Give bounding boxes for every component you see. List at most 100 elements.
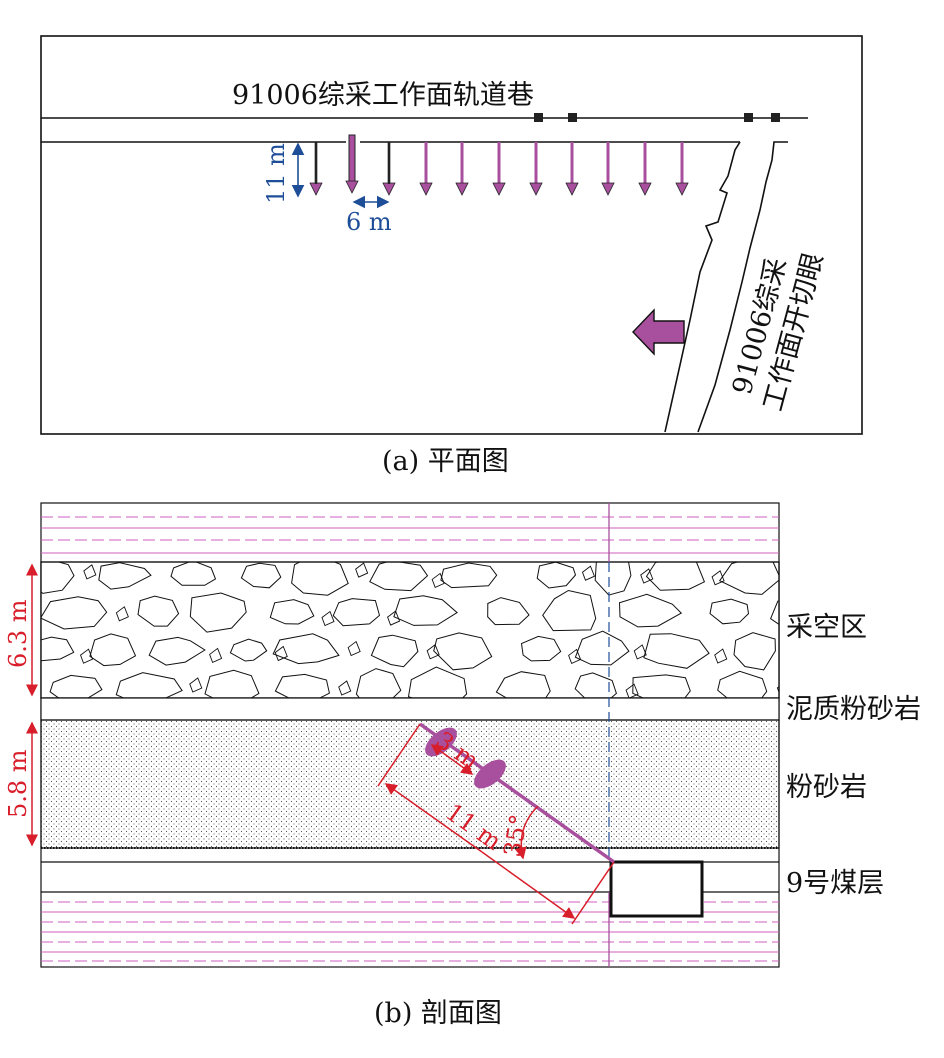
rubble-block — [41, 596, 108, 630]
rubble-block — [487, 597, 530, 626]
dim-11m-extension — [571, 861, 615, 925]
rubble-block — [645, 562, 706, 591]
dim-11m-label: 11 m — [262, 143, 290, 204]
rubble-fragment — [640, 568, 654, 584]
rubble-block — [89, 633, 137, 667]
rubble-block — [717, 670, 768, 698]
plan-frame — [40, 35, 863, 435]
rubble-block — [536, 562, 577, 589]
borehole-arrow — [345, 134, 359, 194]
borehole-arrow — [382, 142, 396, 196]
rubble-block — [204, 669, 260, 698]
rubble-fragment — [387, 610, 401, 626]
section-caption: (b) 剖面图 — [374, 998, 502, 1029]
borehole-arrow — [601, 142, 615, 196]
rubble-block — [542, 589, 597, 632]
rubble-fragment — [711, 570, 725, 586]
layer-label-mudstone: 泥质粉砂岩 — [786, 694, 921, 725]
section-view: 11 m 3 m 35° 6.3 m 5.8 m 采空区 泥质粉砂岩 粉砂岩 9… — [4, 502, 921, 1029]
support-block — [568, 113, 577, 122]
rubble-block — [574, 630, 630, 666]
rubble-block — [643, 633, 710, 669]
rubble-fragment — [83, 564, 97, 580]
rubble-fragment — [189, 677, 203, 693]
rubble-block — [148, 636, 206, 666]
rubble-fragment — [80, 648, 94, 664]
borehole-line — [418, 722, 616, 864]
rubble-block — [574, 672, 617, 698]
rubble-fragment — [581, 565, 596, 581]
layer-label-goaf: 采空区 — [786, 612, 867, 643]
rubble-block — [274, 673, 330, 698]
support-block — [771, 113, 780, 122]
rubble-fragment — [355, 562, 369, 578]
rubble-block — [355, 668, 402, 698]
rubble-block — [769, 600, 779, 625]
rubble-block — [733, 632, 776, 671]
rubble-fragment — [426, 644, 440, 660]
rubble-block — [632, 674, 691, 698]
dim-3m-arrow — [430, 744, 451, 759]
layer-label-coal: 9号煤层 — [786, 868, 884, 899]
rubble-fragment — [338, 680, 352, 696]
plan-view: 11 m 6 m 91006综采工作面轨道巷 91006综采 工作面开切眼 (a… — [40, 35, 863, 477]
explosive-charge — [474, 759, 506, 789]
rubble-block — [718, 562, 779, 595]
borehole-arrow — [529, 142, 543, 196]
rubble-block — [98, 562, 152, 590]
rubble-block — [433, 632, 493, 671]
rubble-fragment — [714, 648, 728, 664]
mudstone-layer — [40, 697, 780, 721]
goaf-layer — [40, 561, 780, 699]
support-block — [744, 113, 753, 122]
borehole-arrow — [492, 142, 506, 196]
dim-goaf-label: 6.3 m — [4, 599, 32, 668]
cut-left-line — [664, 141, 741, 433]
rubble-block — [332, 598, 381, 627]
borehole-arrow — [309, 142, 323, 196]
layer-label-siltstone: 粉砂岩 — [786, 772, 867, 803]
goaf-rubble — [41, 562, 779, 698]
plan-caption: (a) 平面图 — [382, 446, 509, 477]
roadway-label: 91006综采工作面轨道巷 — [232, 80, 534, 111]
rubble-block — [407, 666, 468, 698]
rubble-block — [393, 595, 458, 626]
rubble-block — [229, 638, 268, 662]
rubble-fragment — [347, 640, 361, 657]
cut-right-line — [697, 141, 788, 433]
rubble-block — [269, 599, 315, 625]
advance-direction-arrow — [632, 308, 685, 356]
borehole-arrow — [675, 142, 689, 196]
rubble-block — [41, 562, 75, 594]
support-block — [534, 113, 543, 122]
rubble-block — [520, 635, 562, 662]
rubble-fragment — [625, 683, 639, 698]
rubble-block — [369, 562, 429, 592]
rubble-block — [170, 562, 217, 586]
rubble-block — [137, 595, 180, 627]
rubble-block — [291, 562, 349, 596]
dim-sandstone-label: 5.8 m — [4, 749, 32, 818]
borehole-arrow — [638, 142, 652, 196]
dim-6m-label: 6 m — [346, 208, 392, 236]
rubble-block — [495, 671, 551, 698]
siltstone-layer — [40, 719, 780, 849]
rubble-block — [709, 598, 750, 625]
rubble-block — [440, 562, 498, 589]
rubble-fragment — [274, 645, 288, 662]
rubble-fragment — [115, 606, 129, 622]
rubble-block — [618, 593, 683, 628]
rubble-fragment — [431, 572, 445, 589]
roadway-section — [609, 860, 704, 918]
rubble-block — [272, 633, 340, 665]
borehole-arrow — [455, 142, 469, 196]
borehole-arrows — [309, 134, 689, 196]
rubble-block — [240, 562, 282, 589]
dim-3m-arrow — [449, 757, 474, 775]
rubble-block — [594, 562, 632, 596]
rubble-fragment — [633, 644, 647, 660]
rubble-fragment — [209, 647, 223, 664]
rubble-fragment — [321, 610, 335, 627]
borehole-arrow — [565, 142, 579, 196]
